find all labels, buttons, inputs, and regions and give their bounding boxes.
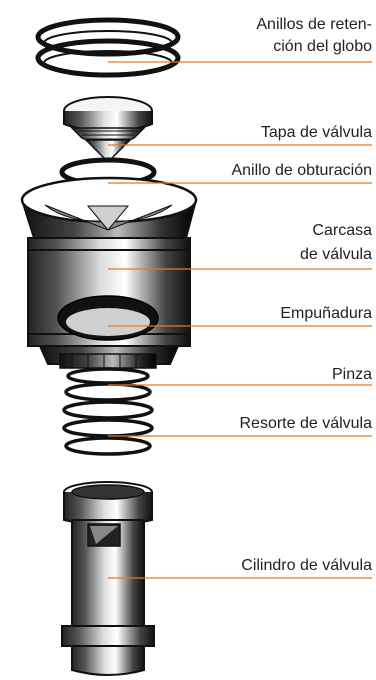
label-spring: Resorte de válvula	[239, 415, 372, 432]
valve-cap	[63, 96, 153, 164]
valve-housing	[20, 176, 198, 365]
valve-cylinder	[61, 481, 155, 676]
label-retaining-rings-line1: Anillos de reten-	[256, 16, 372, 33]
label-grip: Empuñadura	[280, 305, 372, 322]
valve-spring	[62, 367, 154, 456]
callout-lines	[108, 61, 372, 579]
clamp	[59, 353, 157, 369]
label-valve-cap: Tapa de válvula	[260, 124, 372, 141]
label-sealing-ring: Anillo de obturación	[231, 162, 372, 179]
label-cylinder: Cilindro de válvula	[241, 557, 372, 574]
label-housing-line2: de válvula	[299, 246, 372, 263]
grip-highlight	[66, 308, 150, 336]
retaining-rings	[35, 17, 181, 78]
label-clamp: Pinza	[331, 366, 372, 383]
label-retaining-rings-line2: ción del globo	[273, 38, 372, 55]
label-housing-line1: Carcasa	[312, 222, 372, 239]
